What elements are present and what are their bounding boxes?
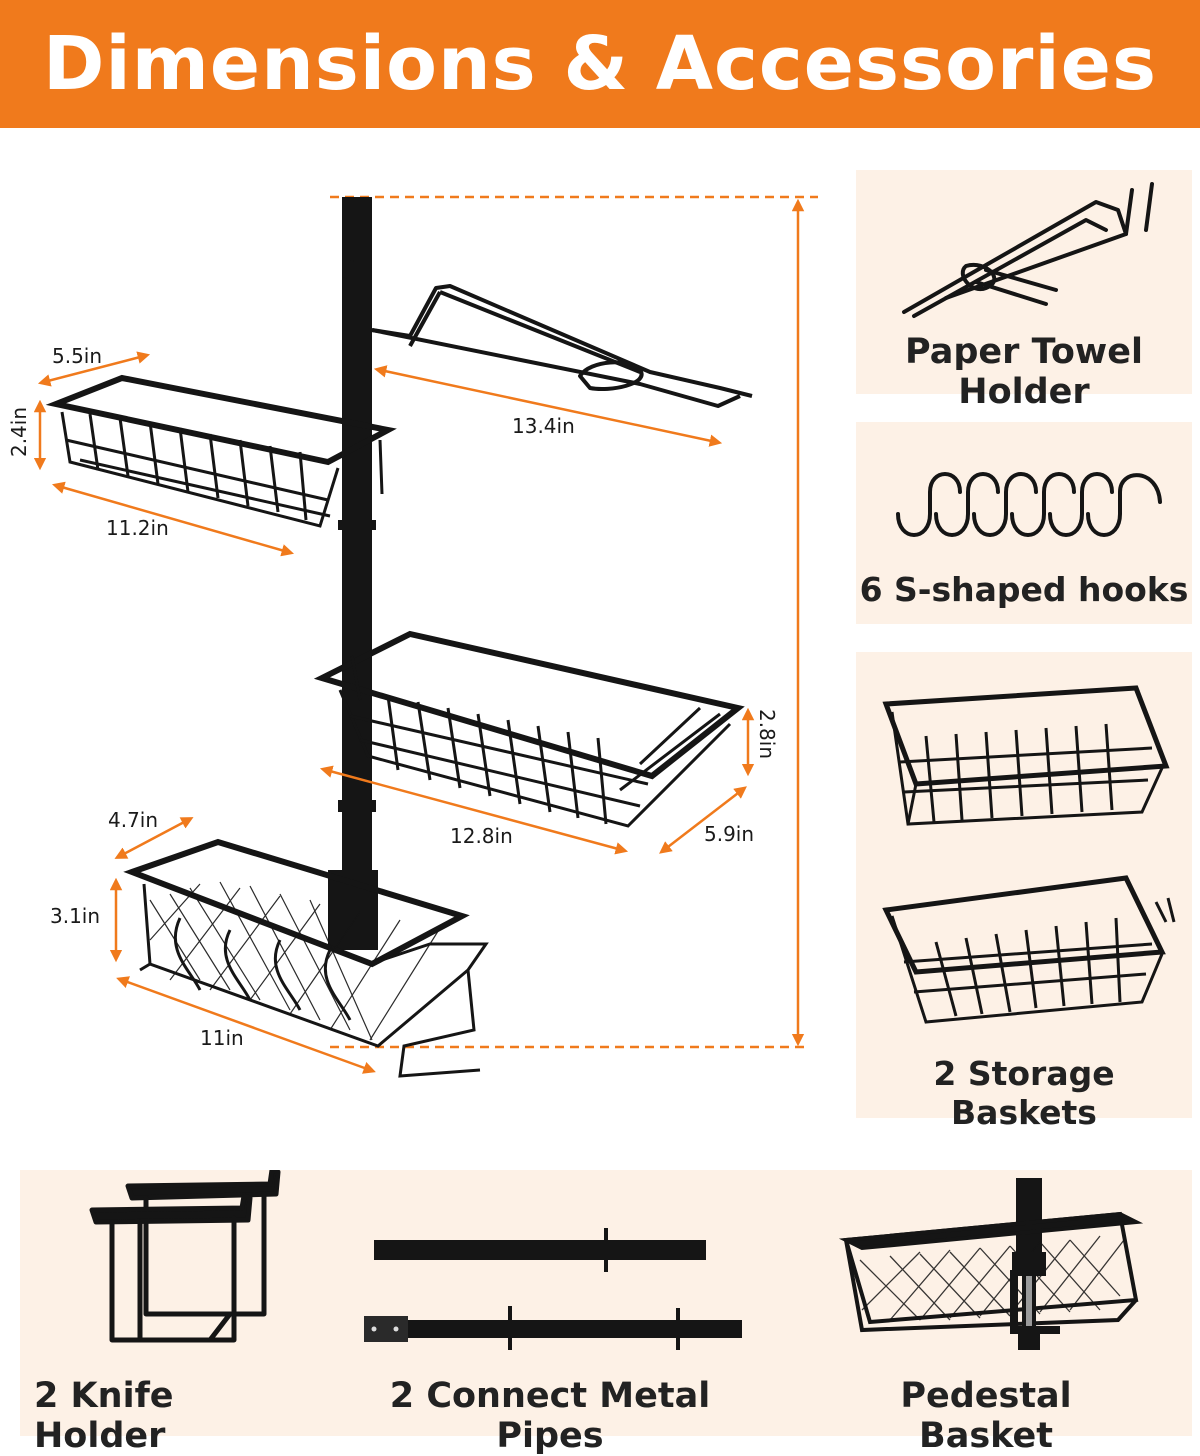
- dim-mid-basket-depth: 5.9in: [704, 822, 755, 846]
- dim-top-basket-depth: 5.5in: [52, 344, 103, 368]
- panel-s-hooks: 6 S-shaped hooks: [856, 422, 1192, 624]
- panel-storage-baskets: 2 Storage Baskets: [856, 652, 1192, 1132]
- dim-bottom-basket-height: 3.1in: [50, 904, 101, 928]
- rack-illustration: [33, 195, 818, 1078]
- knife-holder-icon: [89, 1170, 281, 1343]
- dim-top-basket-height: 2.4in: [7, 406, 32, 458]
- paper-towel-arm: [343, 260, 753, 408]
- caption-knife-holder: 2 Knife Holder: [34, 1376, 174, 1456]
- dimension-arrows: [33, 351, 755, 1074]
- paper-towel-holder-icon: [902, 182, 1154, 318]
- dim-bottom-basket-depth: 4.7in: [108, 808, 159, 832]
- s-hooks-icon: [896, 472, 1162, 537]
- caption-paper-towel-holder: Paper Towel Holder: [905, 332, 1143, 412]
- dim-bottom-basket-length: 11in: [200, 1026, 244, 1050]
- metal-pipes-icon: [364, 1228, 742, 1350]
- caption-s-hooks: 6 S-shaped hooks: [859, 570, 1189, 609]
- page-title: Dimensions & Accessories: [42, 21, 1158, 107]
- panel-paper-towel-holder: Paper Towel Holder: [856, 170, 1192, 412]
- panel-bottom-accessories: 2 Knife Holder 2 Connect Metal Pipes Ped…: [20, 1170, 1192, 1456]
- bottom-accessories-art: [89, 1170, 1144, 1350]
- caption-storage-baskets: 2 Storage Baskets: [933, 1054, 1115, 1132]
- bottom-basket: [123, 838, 489, 1078]
- rack-pole: [328, 197, 378, 950]
- storage-baskets-icon: [882, 685, 1176, 1024]
- caption-metal-pipes: 2 Connect Metal Pipes: [389, 1376, 711, 1456]
- dim-paper-towel-length: 13.4in: [512, 414, 575, 438]
- overall-height-guide: [330, 195, 818, 1049]
- dim-top-basket-length: 11.2in: [106, 516, 169, 540]
- middle-basket: [313, 630, 745, 828]
- header-banner: Dimensions & Accessories: [0, 0, 1200, 128]
- dim-mid-basket-height: 2.8in: [755, 708, 780, 760]
- dim-mid-basket-length: 12.8in: [450, 824, 513, 848]
- pedestal-basket-icon: [838, 1178, 1144, 1350]
- top-basket: [45, 374, 397, 528]
- caption-pedestal-basket: Pedestal Basket: [900, 1376, 1072, 1456]
